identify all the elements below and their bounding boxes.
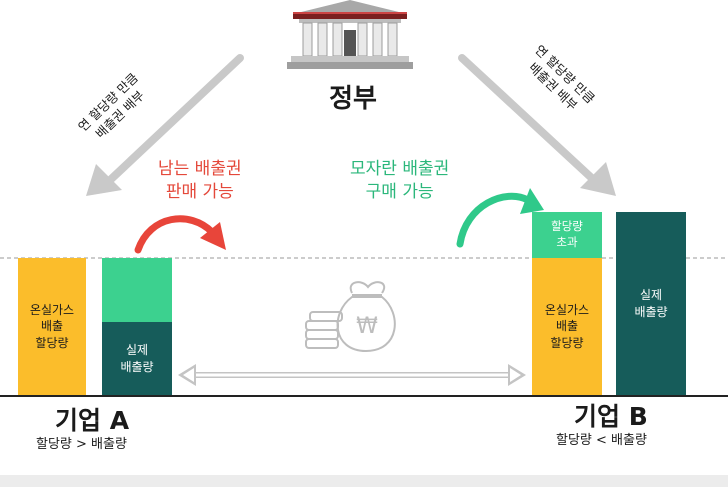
company-a-actual-bar: 실제 배출량	[102, 322, 172, 395]
diagram-lines	[0, 54, 728, 397]
left-distribution-arrow	[104, 54, 244, 186]
government-building-icon	[287, 0, 413, 69]
company-a-surplus-bar	[102, 258, 172, 322]
company-a-allocation-bar: 온실가스 배출 할당량	[18, 258, 86, 395]
buy-curved-arrow	[456, 192, 532, 248]
sell-caption: 남는 배출권 판매 가능	[158, 159, 242, 202]
emissions-trading-diagram: 정부 연 할당량 만큼 배출권 배부 연 할당량 만큼 배출권 배부 남는 배출…	[0, 0, 728, 475]
company-b-excess-bar: 할당량 초과	[532, 212, 602, 258]
government-label: 정부	[329, 84, 377, 114]
right-arrow-head	[580, 162, 616, 196]
company-b-name: 기업 B	[574, 402, 648, 431]
sell-curved-arrow	[134, 215, 216, 254]
company-a-relation: 할당량 > 배출량	[36, 437, 127, 452]
buy-caption: 모자란 배출권 구매 가능	[350, 159, 450, 202]
svg-text:₩: ₩	[356, 314, 378, 339]
right-distribution-arrow	[458, 54, 600, 186]
company-b-actual-bar: 실제 배출량	[616, 212, 686, 395]
left-arrow-head	[86, 164, 122, 196]
sell-arrow-head	[200, 222, 226, 250]
company-a-name: 기업 A	[55, 406, 130, 435]
trade-double-arrow	[178, 364, 526, 386]
money-bag-icon: ₩	[305, 281, 396, 353]
company-b-allocation-bar: 온실가스 배출 할당량	[532, 258, 602, 395]
company-b-relation: 할당량 < 배출량	[556, 433, 647, 448]
buy-arrow-head	[520, 188, 544, 214]
